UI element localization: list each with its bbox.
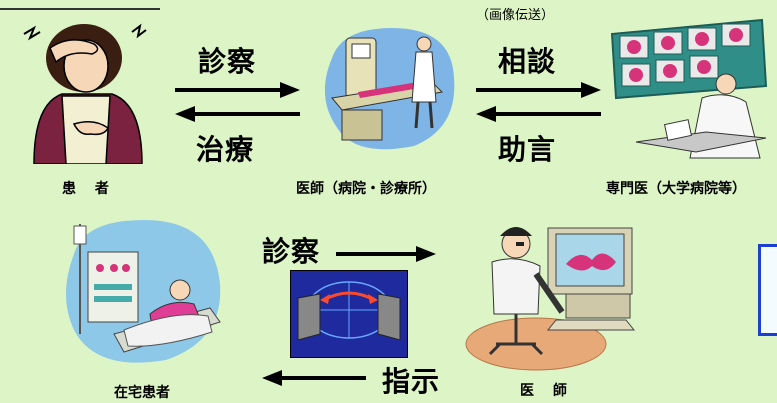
remote-doctor-computer-illustration xyxy=(465,227,636,371)
specialist-monitors-illustration xyxy=(610,18,768,159)
hospital-doctor-ct-illustration xyxy=(324,28,455,150)
right-arrow-icon xyxy=(476,82,601,98)
home-patient-label: 在宅患者 xyxy=(114,385,170,401)
left-arrow-icon xyxy=(262,370,366,386)
arrow-label-treatment: 治療 xyxy=(196,133,255,166)
specialist-label: 専門医（大学病院等） xyxy=(606,181,746,197)
image-transfer-note: （画像伝送） xyxy=(476,8,555,23)
edge-panel xyxy=(758,244,777,336)
left-arrow-icon xyxy=(175,106,300,122)
remote-doctor-label: 医 師 xyxy=(520,383,567,399)
arrow-label-instruction: 指示 xyxy=(382,365,441,398)
arrow-label-advice: 助言 xyxy=(498,133,557,166)
home-patient-bed-illustration xyxy=(66,220,221,363)
patient-headache-illustration xyxy=(23,23,147,164)
header-rule xyxy=(0,8,160,10)
patient-label: 患 者 xyxy=(62,181,109,197)
right-arrow-icon xyxy=(175,82,300,98)
right-arrow-icon xyxy=(336,246,436,262)
arrow-label-consultation: 相談 xyxy=(498,45,557,78)
arrow-label-examination-remote: 診察 xyxy=(262,235,321,268)
left-arrow-icon xyxy=(476,106,601,122)
arrow-label-examination: 診察 xyxy=(198,45,257,78)
doctor-label: 医師（病院・診療所） xyxy=(296,181,436,197)
network-transfer-icon xyxy=(290,270,408,358)
